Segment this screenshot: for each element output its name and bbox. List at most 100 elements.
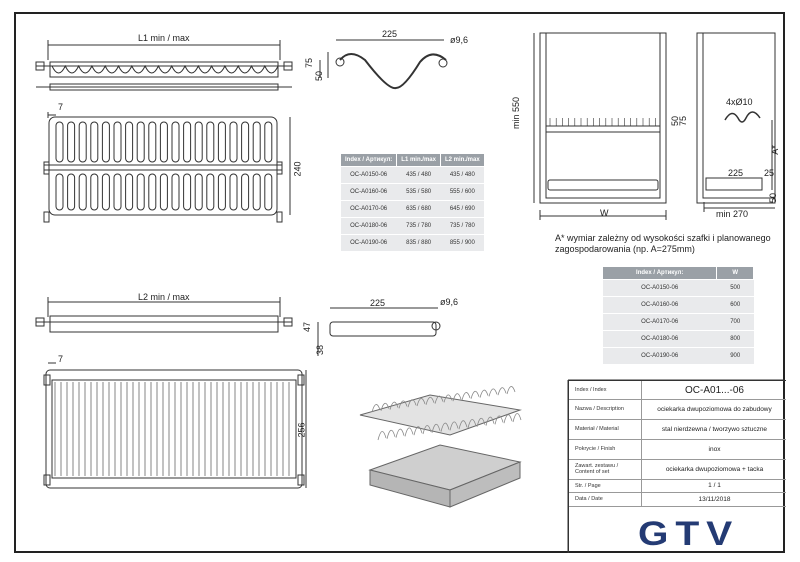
cell-l2: 645 / 690: [440, 200, 485, 218]
title-value: inox: [641, 439, 787, 459]
title-label: Data / Date: [575, 496, 603, 502]
cell-l2: 435 / 480: [440, 166, 485, 184]
title-row-finish: Pokrycie / Finish inox: [569, 439, 786, 460]
header-w: W: [716, 266, 754, 280]
dim-240: 240: [292, 161, 303, 177]
dim-256: 256: [296, 422, 307, 438]
cell-l2: 855 / 900: [440, 234, 485, 252]
cell-index: OC-A0160-06: [602, 296, 717, 314]
cell-index: OC-A0180-06: [340, 217, 397, 235]
title-label: Materiał / Material: [575, 426, 619, 432]
cell-index: OC-A0170-06: [602, 313, 717, 331]
title-value: ociekarka dwupoziomowa + tacka: [641, 459, 787, 479]
dim-50-top: 50: [314, 70, 325, 82]
dim-w: W: [600, 208, 609, 218]
cell-l2: 555 / 600: [440, 183, 485, 201]
header-index: Index / Артикул:: [601, 266, 718, 280]
dim-7-bottom: 7: [58, 354, 64, 364]
gtv-logo: GTV: [638, 515, 740, 553]
rack2-side-view: [35, 297, 293, 333]
title-label: Index / Index: [575, 387, 607, 393]
title-value: stal nierdzewna / tworzywo sztuczne: [641, 419, 787, 439]
cell-l1: 735 / 780: [396, 217, 441, 235]
title-value: 1 / 1: [641, 479, 787, 492]
dim-4x10: 4xØ10: [726, 97, 753, 107]
cell-l1: 835 / 880: [396, 234, 441, 252]
width-table-header: Index / Артикул: W: [601, 266, 754, 280]
header-l1: L1 min./max: [396, 153, 441, 167]
cabinet-side-view: [696, 32, 776, 212]
dim-75: 75: [304, 57, 315, 69]
dimension-note: A* wymiar zależny od wysokości szafki i …: [555, 233, 771, 254]
dim-25: 25: [764, 168, 775, 178]
dim-min-270: min 270: [716, 209, 749, 219]
title-row-page: Str. / Page 1 / 1: [569, 479, 786, 493]
cell-w: 800: [716, 330, 754, 348]
rack1-profile: [319, 39, 448, 90]
dim-a: A*: [769, 145, 780, 155]
title-row-material: Materiał / Material stal nierdzewna / tw…: [569, 419, 786, 440]
title-label: Pokrycie / Finish: [575, 446, 616, 452]
rack2-profile: [317, 307, 441, 356]
dim-225-mid: 225: [370, 298, 386, 308]
title-label: Zawart. zestawu / Content of set: [575, 463, 619, 475]
dim-l2: L2 min / max: [138, 292, 190, 302]
cell-index: OC-A0180-06: [602, 330, 717, 348]
cell-index: OC-A0190-06: [340, 234, 397, 252]
cell-index: OC-A0150-06: [602, 279, 717, 297]
rack1-bottom-rail: [36, 83, 292, 91]
dim-225-side: 225: [728, 168, 744, 178]
title-row-date: Data / Date 13/11/2018: [569, 492, 786, 507]
dim-75-cab: 75: [678, 115, 689, 127]
header-index: Index / Артикул:: [339, 153, 398, 167]
dim-diameter-mid: ø9,6: [440, 297, 459, 307]
cell-w: 700: [716, 313, 754, 331]
title-value: 13/11/2018: [641, 492, 787, 506]
cell-l1: 635 / 680: [396, 200, 441, 218]
title-row-content: Zawart. zestawu / Content of set ociekar…: [569, 459, 786, 480]
length-table-header: Index / Артикул: L1 min./max L2 min./max: [339, 153, 485, 167]
title-row-description: Nazwa / Description ociekarka dwupoziomo…: [569, 399, 786, 420]
length-table: Index / Артикул: L1 min./max L2 min./max…: [339, 153, 485, 252]
rack1-side-view: [35, 40, 293, 78]
cell-l1: 535 / 580: [396, 183, 441, 201]
title-value: ociekarka dwupoziomowa do zabudowy: [641, 399, 787, 419]
cell-w: 900: [716, 347, 754, 365]
dim-min-550: min 550: [511, 96, 522, 130]
dim-47: 47: [302, 321, 313, 333]
cell-index: OC-A0150-06: [340, 166, 397, 184]
dim-38: 38: [315, 344, 326, 356]
title-value: OC-A01...-06: [641, 381, 787, 399]
dim-l1: L1 min / max: [138, 33, 190, 43]
cell-index: OC-A0160-06: [340, 183, 397, 201]
cell-index: OC-A0170-06: [340, 200, 397, 218]
title-row-index: Index / Index OC-A01...-06: [569, 381, 786, 400]
cell-w: 600: [716, 296, 754, 314]
cell-w: 500: [716, 279, 754, 297]
dim-225-top: 225: [382, 29, 398, 39]
cell-l2: 735 / 780: [440, 217, 485, 235]
dim-diameter-top: ø9,6: [450, 35, 469, 45]
cell-l1: 435 / 480: [396, 166, 441, 184]
dim-50-side: 50: [768, 192, 779, 204]
product-render: [359, 386, 522, 508]
header-l2: L2 min./max: [439, 153, 485, 167]
title-block: Index / Index OC-A01...-06 Nazwa / Descr…: [568, 380, 786, 553]
cabinet-front-view: [533, 32, 667, 220]
title-label: Str. / Page: [575, 482, 601, 489]
title-label: Nazwa / Description: [575, 406, 624, 412]
rack2-front-view: [43, 362, 307, 489]
dim-7-top: 7: [58, 102, 64, 112]
